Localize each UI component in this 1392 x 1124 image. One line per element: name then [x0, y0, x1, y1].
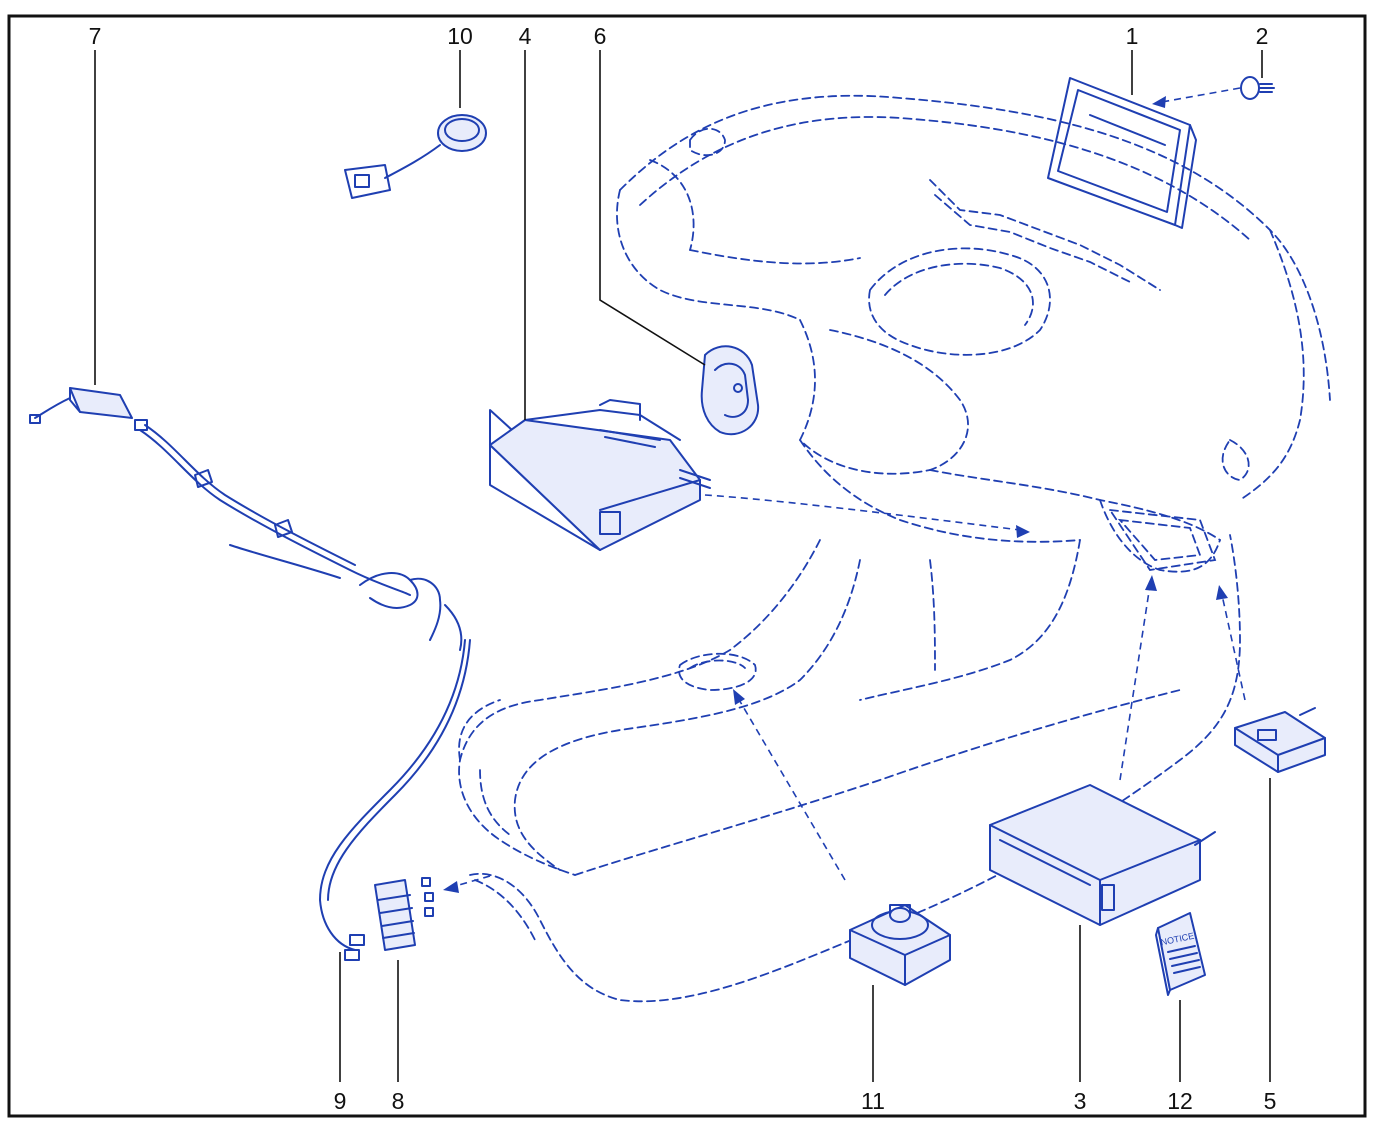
multimedia-reader-part: [989, 784, 1216, 926]
electronic-module-part: [1234, 707, 1326, 773]
dashboard-ghost-outline: [616, 94, 1331, 573]
connector-block-part: [374, 877, 434, 951]
callout-label-11: 11: [861, 1088, 885, 1114]
callout-label-3: 3: [1074, 1088, 1087, 1114]
leader-line-6: [599, 50, 706, 366]
callout-label-10: 10: [447, 23, 473, 49]
display-screen-part: [1047, 77, 1197, 229]
screw-part: [1240, 76, 1275, 100]
callout-label-1: 1: [1126, 23, 1139, 49]
diagram-frame: [7, 14, 1367, 1118]
radio-audio-unit-part: [489, 399, 711, 551]
callout-leader-lines: [94, 50, 1271, 1082]
callout-labels: 7 10 4 6 1 2 9 8 11 3 12 5: [89, 23, 1277, 1114]
callout-label-2: 2: [1256, 23, 1269, 49]
steering-control-switch-part: [700, 345, 760, 436]
callout-label-7: 7: [89, 23, 102, 49]
wiring-harness-part: [29, 387, 471, 961]
callout-label-9: 9: [334, 1088, 347, 1114]
notice-booklet-part: NOTICE: [1155, 912, 1206, 996]
assembly-arrows: [443, 87, 1246, 893]
speaker-sensor-part: [344, 114, 487, 199]
callout-label-4: 4: [519, 23, 532, 49]
joystick-controller-part: [849, 904, 951, 986]
callout-label-6: 6: [594, 23, 607, 49]
callout-label-5: 5: [1264, 1088, 1277, 1114]
callout-label-12: 12: [1167, 1088, 1193, 1114]
callout-label-8: 8: [392, 1088, 405, 1114]
